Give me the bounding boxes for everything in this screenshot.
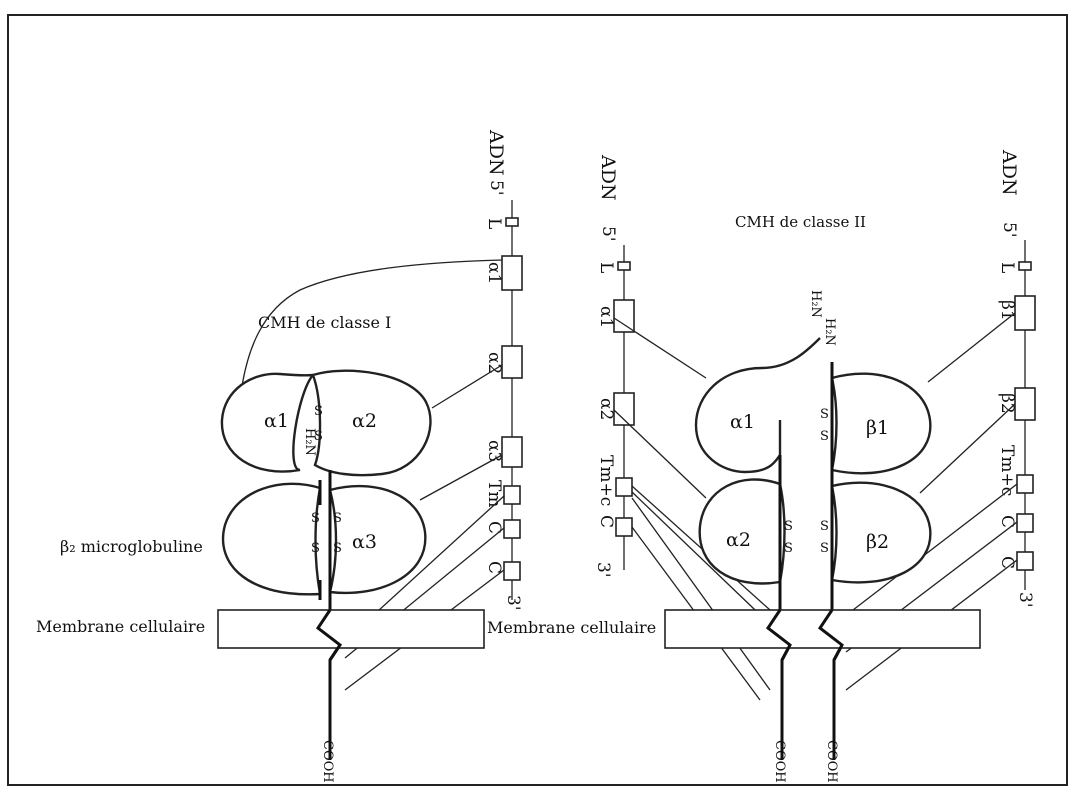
class-ii-a1-label: α1 <box>730 411 755 433</box>
class-ii-title: CMH de classe II <box>735 213 866 231</box>
exon-label-tm-class-i: Tm <box>484 480 504 507</box>
exon-label-L-class-ii-beta: L <box>997 262 1017 273</box>
exon-b1-class-ii-beta <box>1015 296 1035 330</box>
class-ii-beta-cooh: COOH <box>824 740 839 783</box>
exon-label-a2-class-i: α2 <box>484 352 504 374</box>
exon-label-a2-class-ii-alpha: α2 <box>596 398 616 420</box>
dna-label-class-i: ADN <box>485 129 507 176</box>
exon-label-tmc-class-ii-beta: Tm+c <box>997 445 1017 496</box>
five-prime-class-ii-beta: 5' <box>999 222 1019 238</box>
class-ii-a1-domain <box>696 338 820 472</box>
exon-L-class-i <box>506 218 518 226</box>
five-prime-class-i: 5' <box>486 180 506 196</box>
ss-b2-top: S <box>820 519 829 534</box>
class-i-membrane <box>218 610 484 648</box>
ss-b1-bottom: S <box>820 429 829 444</box>
class-i-molecule: α1 α2 α3 H₂N S S S S S S <box>222 371 431 760</box>
exon-label-a1-class-i: α1 <box>484 262 504 284</box>
ss-a2-bottom: S <box>784 541 793 556</box>
exon-label-L-class-ii-alpha: L <box>596 262 616 273</box>
exon-tmc-class-ii-beta <box>1017 475 1033 493</box>
ss-a3-bottom: S <box>333 541 342 556</box>
exon-tm-class-i <box>504 486 520 504</box>
ss-a2-top: S <box>784 519 793 534</box>
five-prime-class-ii-alpha: 5' <box>598 226 618 242</box>
class-ii-b1-label: β1 <box>866 417 889 439</box>
ss-b2-bottom: S <box>820 541 829 556</box>
class-ii-beta-gene: ADN 5' L β1 β2 Tm+c C C 3' <box>997 149 1035 608</box>
exon-c2-class-i <box>504 562 520 580</box>
ss-a1-a2-bottom: S <box>314 429 323 444</box>
exon-a1-class-ii-alpha <box>614 300 634 332</box>
class-i-membrane-label: Membrane cellulaire <box>36 617 205 636</box>
exon-L-class-ii-alpha <box>618 262 630 270</box>
three-prime-class-ii-beta: 3' <box>1015 592 1035 608</box>
class-ii-b2-label: β2 <box>866 531 889 553</box>
exon-label-L-class-i: L <box>484 218 504 229</box>
exon-b2-class-ii-beta <box>1015 388 1035 420</box>
exon-a3-class-i <box>502 437 522 467</box>
class-ii-alpha-gene: ADN 5' L α1 α2 Tm+c C 3' <box>593 154 634 578</box>
b2-microglobulin-domain <box>223 484 320 595</box>
exon-label-c-class-ii-alpha: C <box>596 515 616 528</box>
class-ii-membrane-label: Membrane cellulaire <box>487 618 656 637</box>
exon-label-tmc-class-ii-alpha: Tm+c <box>596 455 616 506</box>
exon-label-b1-class-ii-beta: β1 <box>997 300 1017 321</box>
b2m-label: β₂ microglobuline <box>60 537 203 556</box>
exon-c-class-ii-alpha <box>616 518 632 536</box>
exon-a1-class-i <box>502 256 522 290</box>
exon-c1-class-i <box>504 520 520 538</box>
class-ii-beta-nh2: H₂N <box>822 318 837 346</box>
exon-c1-class-ii-beta <box>1017 514 1033 532</box>
exon-label-a1-class-ii-alpha: α1 <box>596 306 616 328</box>
class-ii-a2-label: α2 <box>726 529 751 551</box>
ss-a3-top: S <box>333 511 342 526</box>
ss-b2m-top: S <box>311 511 320 526</box>
exon-c2-class-ii-beta <box>1017 552 1033 570</box>
ss-b1-top: S <box>820 407 829 422</box>
class-i-a3-domain <box>330 486 425 593</box>
class-ii-alpha-cooh: COOH <box>772 740 787 783</box>
three-prime-class-i: 3' <box>503 595 523 611</box>
exon-label-b2-class-ii-beta: β2 <box>997 393 1017 414</box>
class-ii-molecule: α1 α2 β1 β2 H₂N H₂N S S S S S S <box>696 290 930 760</box>
class-i-title: CMH de classe I <box>258 313 391 332</box>
exon-label-c1-class-i: C <box>484 521 504 534</box>
exon-a2-class-i <box>502 346 522 378</box>
exon-L-class-ii-beta <box>1019 262 1031 270</box>
exon-label-c-class-ii-beta: C <box>997 515 1017 528</box>
exon-tmc-class-ii-alpha <box>616 478 632 496</box>
three-prime-class-ii-alpha: 3' <box>593 562 613 578</box>
class-ii-alpha-nh2: H₂N <box>808 290 823 318</box>
class-i-a3-label: α3 <box>352 531 377 553</box>
dna-label-class-ii-alpha: ADN <box>597 154 619 201</box>
ss-a1-a2-top: S <box>314 404 323 419</box>
class-i-a1-label: α1 <box>264 410 289 432</box>
class-i-cooh-label: COOH <box>320 740 335 783</box>
class-i-gene: ADN 5' L α1 α2 α3 Tm C C 3' <box>484 129 523 611</box>
ss-b2m-bottom: S <box>311 541 320 556</box>
class-i-a2-label: α2 <box>352 410 377 432</box>
dna-label-class-ii-beta: ADN <box>998 149 1020 196</box>
